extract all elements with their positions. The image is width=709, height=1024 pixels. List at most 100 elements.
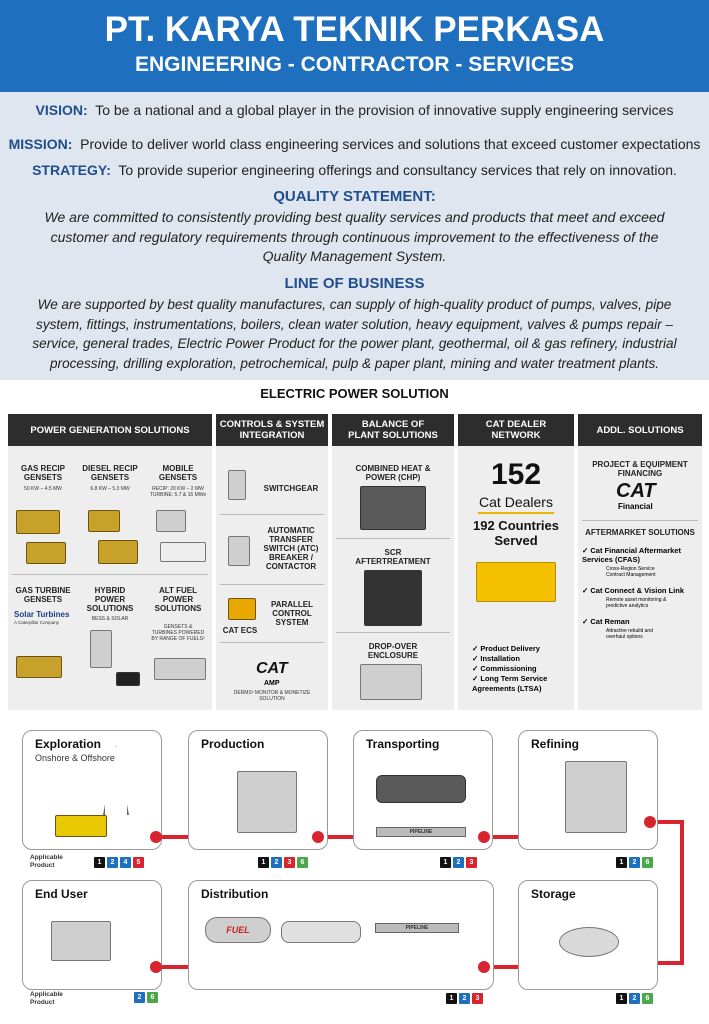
storage-tank-icon [559,927,619,957]
yellow-divider [478,512,554,514]
ats-icon [228,536,250,566]
applicable-label: Applicable Product [30,854,63,869]
cat-ecs-panel-icon [228,598,256,620]
product-badge: 6 [147,992,158,1003]
pipe-joint [478,831,490,843]
fuel-truck-icon: FUEL [205,917,271,943]
switchgear-icon [228,470,246,500]
tanker-ship-icon [376,775,466,803]
generator-icon [26,542,66,564]
pipe [680,820,684,965]
list-item: ✓ Product Delivery [472,644,540,653]
business-text: We are supported by best quality manufac… [10,295,699,373]
controls-column: CONTROLS & SYSTEM INTEGRATION SWITCHGEAR… [216,414,328,710]
product-badge: 2 [453,857,464,868]
strategy-text: To provide superior engineering offering… [118,162,677,178]
mobile-genset-icon [156,510,186,532]
electric-power-solution: ELECTRIC POWER SOLUTION POWER GENERATION… [0,380,709,720]
product-badge: 2 [629,993,640,1004]
mission-row: MISSION: Provide to deliver world class … [0,136,709,152]
drop-over-label: DROP-OVER ENCLOSURE [367,642,419,660]
end-user-building-icon [51,921,111,961]
column-header: POWER GENERATION SOLUTIONS [8,414,212,446]
vision-row: VISION: To be a national and a global pl… [0,102,709,118]
pipe-joint [312,831,324,843]
mission-text: Provide to deliver world class engineeri… [80,136,701,152]
oil-gas-value-chain: Exploration Onshore & Offshore Productio… [0,720,709,1024]
pipe [488,965,524,969]
card-title: Distribution [201,887,269,901]
business-line: service, general trades, Electric Power … [32,336,677,351]
additional-solutions-column: ADDL. SOLUTIONS PROJECT & EQUIPMENT FINA… [578,414,702,710]
switchgear-label: SWITCHGEAR [263,484,319,493]
list-item: ✓ Commissioning [472,664,537,673]
pipeline-icon: PIPELINE [375,923,459,933]
derms-label: DERMS³ MONITOR & MONETIZE SOLUTION [233,690,311,702]
pipe [160,835,196,839]
chp-label: COMBINED HEAT & POWER (CHP) [355,464,431,482]
product-badge: 1 [258,857,269,868]
generator-icon [88,510,120,532]
solar-turbines-logo: Solar Turbines [14,610,70,619]
aftermarket-title: AFTERMARKET SOLUTIONS [585,528,695,537]
product-badge: 2 [459,993,470,1004]
quality-text: We are committed to consistently providi… [10,208,699,267]
pipe-joint [150,961,162,973]
divider [220,584,324,585]
storage-card: Storage [518,880,658,990]
product-badge: 1 [94,857,105,868]
quality-line: customer and regulatory requirements thr… [50,228,659,245]
exploration-card: Exploration Onshore & Offshore [22,730,162,850]
transporting-card: Transporting PIPELINE [353,730,493,850]
product-badge: 1 [616,993,627,1004]
product-badge: 2 [107,857,118,868]
production-card: Production [188,730,328,850]
product-badge: 1 [616,857,627,868]
dealer-count: 152 [490,458,542,491]
scr-icon [364,570,422,626]
divider [220,642,324,643]
end-user-card: End User [22,880,162,990]
amp-label: AMP [264,680,280,687]
diesel-sub: 6.8 KW – 5.3 MW [90,486,130,492]
quality-line: Quality Management System. [262,248,447,264]
list-item: ✓ Cat Connect & Vision Link [582,586,684,595]
strategy-row: STRATEGY: To provide superior engineerin… [0,162,709,178]
product-badge: 2 [134,992,145,1003]
cat-logo: CAT [256,660,288,677]
product-badge: 6 [642,993,653,1004]
product-badge: 3 [466,857,477,868]
generator-icon [98,540,138,564]
cat-dealer-column: CAT DEALER NETWORK 152 Cat Dealers 192 C… [458,414,574,710]
cat-financial-logo: CAT [616,480,656,502]
card-title: Production [201,737,265,751]
battery-icon [90,630,112,668]
countries-label: 192 Countries Served [473,518,559,548]
mobile-label: MOBILE GENSETS [158,464,198,482]
business-title: LINE OF BUSINESS [284,275,425,292]
chp-icon [360,486,426,530]
list-item: ✓ Cat Financial Aftermarket Services (CF… [582,546,681,564]
hybrid-label: HYBRID POWER SOLUTIONS [86,586,134,613]
dealers-label: Cat Dealers [479,494,553,510]
card-title: Storage [531,887,576,901]
product-badge: 6 [642,857,653,868]
distribution-card: Distribution FUEL PIPELINE [188,880,494,990]
strategy-label: STRATEGY: [32,162,111,178]
divider [582,520,698,521]
column-header: CONTROLS & SYSTEM INTEGRATION [216,414,328,446]
card-title: Transporting [366,737,440,751]
product-badge: 3 [284,857,295,868]
list-item: ✓ Long Term Service Agreements (LTSA) [472,674,548,693]
business-line: We are supported by best quality manufac… [37,297,672,312]
power-generation-column: POWER GENERATION SOLUTIONS GAS RECIP GEN… [8,414,212,710]
list-item-sub: Remote asset monitoring & predictive ana… [606,597,667,609]
column-header: CAT DEALER NETWORK [458,414,574,446]
financing-label: PROJECT & EQUIPMENT FINANCING [592,460,688,478]
header-banner: PT. KARYA TEKNIK PERKASA ENGINEERING - C… [0,0,709,92]
offshore-platform-icon [237,771,297,833]
vision-label: VISION: [35,102,88,118]
ship-icon [281,921,361,943]
gas-turbine-label: GAS TURBINE GENSETS [15,586,71,604]
pipe-joint [478,961,490,973]
